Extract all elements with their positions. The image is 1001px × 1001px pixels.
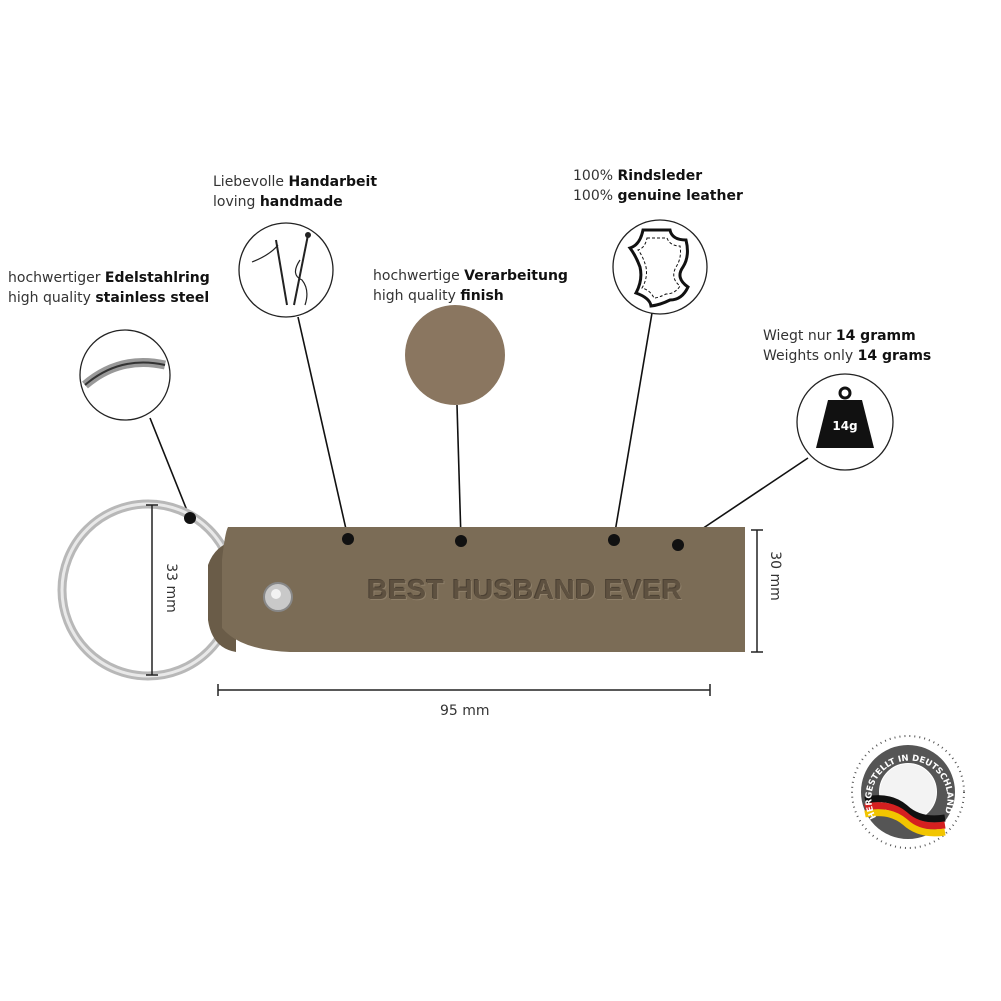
leader-line-finish bbox=[456, 404, 462, 541]
embossed-text: BEST HUSBAND EVER bbox=[367, 574, 683, 605]
weight-icon-label: 14g bbox=[832, 419, 857, 433]
label-leather: 100% Rindsleder 100% genuine leather bbox=[573, 168, 743, 204]
label-ring: hochwertiger Edelstahlring high quality … bbox=[8, 270, 210, 306]
made-in-germany-badge: HERGESTELLT IN DEUTSCHLAND bbox=[851, 735, 965, 849]
leather-hide-icon bbox=[612, 219, 708, 315]
leader-line-ring bbox=[149, 417, 191, 519]
leader-line-handmade bbox=[297, 316, 349, 539]
label-handmade: Liebevolle Handarbeit loving handmade bbox=[213, 174, 378, 210]
marker-dot-ring bbox=[184, 512, 196, 524]
finish-swatch bbox=[405, 305, 505, 405]
dimension-ring-diameter: 33 mm bbox=[162, 563, 179, 613]
marker-dot-handmade bbox=[342, 533, 354, 545]
weight-icon bbox=[796, 373, 894, 471]
leader-line-leather bbox=[613, 312, 653, 539]
label-finish: hochwertige Verarbeitung high quality fi… bbox=[373, 268, 568, 304]
marker-dot-weight bbox=[672, 539, 684, 551]
needle-icon bbox=[238, 222, 334, 318]
ring-detail-circle bbox=[79, 329, 171, 421]
label-weight: Wiegt nur 14 gramm Weights only 14 grams bbox=[763, 328, 932, 364]
leather-strap bbox=[208, 527, 745, 652]
marker-dot-finish bbox=[455, 535, 467, 547]
marker-dot-leather bbox=[608, 534, 620, 546]
dimension-height: 30 mm bbox=[766, 551, 783, 601]
dimension-length: 95 mm bbox=[440, 703, 490, 719]
